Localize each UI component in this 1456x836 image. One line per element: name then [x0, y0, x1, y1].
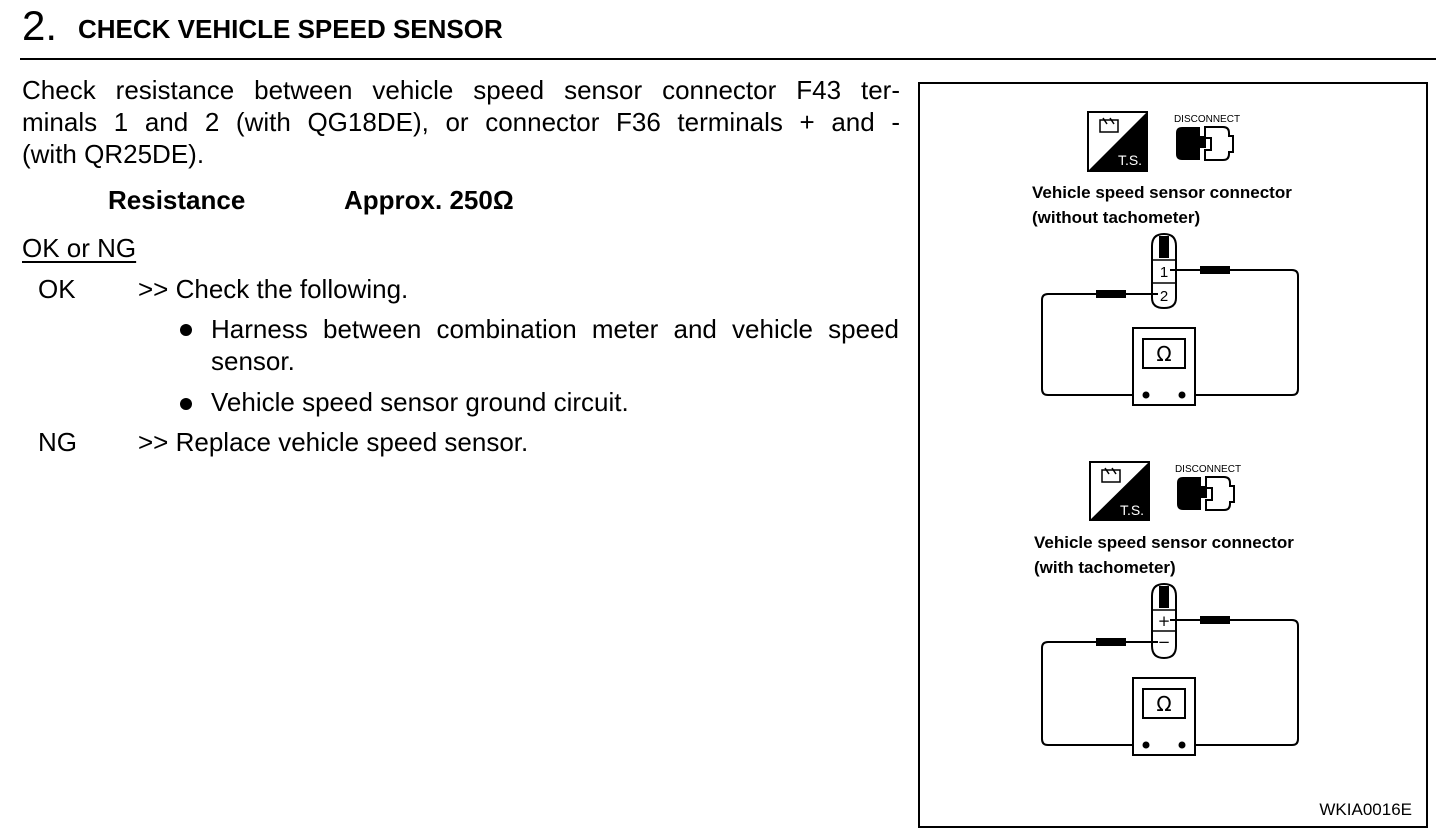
- top-caption-line2: (without tachometer): [1032, 208, 1200, 227]
- top-probe-positive: [1200, 266, 1230, 274]
- top-caption-line1: Vehicle speed sensor connector: [1032, 183, 1292, 202]
- bullet-icon: [180, 398, 192, 410]
- bottom-caption-line1: Vehicle speed sensor connector: [1034, 533, 1294, 552]
- step-header: 2. CHECK VEHICLE SPEED SENSOR: [20, 0, 1436, 60]
- diagram-canvas: T.S. DISCONNECT Vehicle speed sensor con…: [1032, 111, 1299, 756]
- figure-panel: T.S. DISCONNECT Vehicle speed sensor con…: [918, 82, 1428, 828]
- bottom-ohm-symbol: Ω: [1156, 692, 1171, 716]
- step-title: CHECK VEHICLE SPEED SENSOR: [78, 14, 503, 44]
- spec-value: Approx. 250Ω: [344, 185, 514, 215]
- bottom-caption-line2: (with tachometer): [1034, 558, 1176, 577]
- disconnect-label: DISCONNECT: [1174, 114, 1240, 125]
- instruction-line: (with QR25DE).: [22, 139, 205, 169]
- ng-action: >> Replace vehicle speed sensor.: [138, 427, 529, 457]
- top-terminal-2: 2: [1160, 288, 1168, 305]
- bottom-probe-positive: [1200, 616, 1230, 624]
- top-ohmmeter: Ω: [1132, 327, 1196, 406]
- top-wire-negative: [1041, 293, 1158, 396]
- ng-code: NG: [38, 427, 77, 457]
- bottom-connector: + −: [1151, 582, 1177, 660]
- ok-code: OK: [38, 274, 76, 304]
- top-wire-positive: [1170, 269, 1299, 396]
- bottom-terminal-minus: −: [1158, 633, 1171, 651]
- bottom-terminal-plus: +: [1158, 612, 1171, 630]
- top-terminal-1: 1: [1160, 264, 1168, 281]
- instruction-line: Check resistance between vehicle speed s…: [22, 75, 900, 105]
- instruction-line: minals 1 and 2 (with QG18DE), or connect…: [22, 107, 900, 137]
- instruction-paragraph: Check resistance between vehicle speed s…: [22, 74, 900, 170]
- disconnect-icon: DISCONNECT: [1175, 464, 1241, 511]
- figure-id: WKIA0016E: [1319, 800, 1412, 819]
- ts-label: T.S.: [1120, 502, 1144, 518]
- bottom-wire-positive: [1170, 619, 1299, 746]
- check-item-harness: Harness between combination meter and ve…: [211, 314, 899, 376]
- service-tools-icon: T.S.: [1087, 111, 1148, 172]
- ok-ng-heading: OK or NG: [22, 233, 137, 263]
- bottom-wire-negative: [1041, 641, 1158, 746]
- spec-label: Resistance: [108, 185, 246, 215]
- ok-action: >> Check the following.: [138, 274, 409, 304]
- bullet-icon: [180, 324, 192, 336]
- bottom-ohmmeter: Ω: [1132, 677, 1196, 756]
- top-probe-negative: [1096, 290, 1126, 298]
- check-item-ground: Vehicle speed sensor ground circuit.: [211, 387, 629, 417]
- top-ohm-symbol: Ω: [1156, 342, 1171, 366]
- top-connector: 1 2: [1151, 232, 1177, 310]
- disconnect-label: DISCONNECT: [1175, 464, 1241, 475]
- step-number: 2.: [22, 2, 58, 49]
- bottom-probe-negative: [1096, 638, 1126, 646]
- disconnect-icon: DISCONNECT: [1174, 114, 1240, 161]
- ts-label: T.S.: [1118, 152, 1142, 168]
- service-tools-icon: T.S.: [1089, 461, 1150, 521]
